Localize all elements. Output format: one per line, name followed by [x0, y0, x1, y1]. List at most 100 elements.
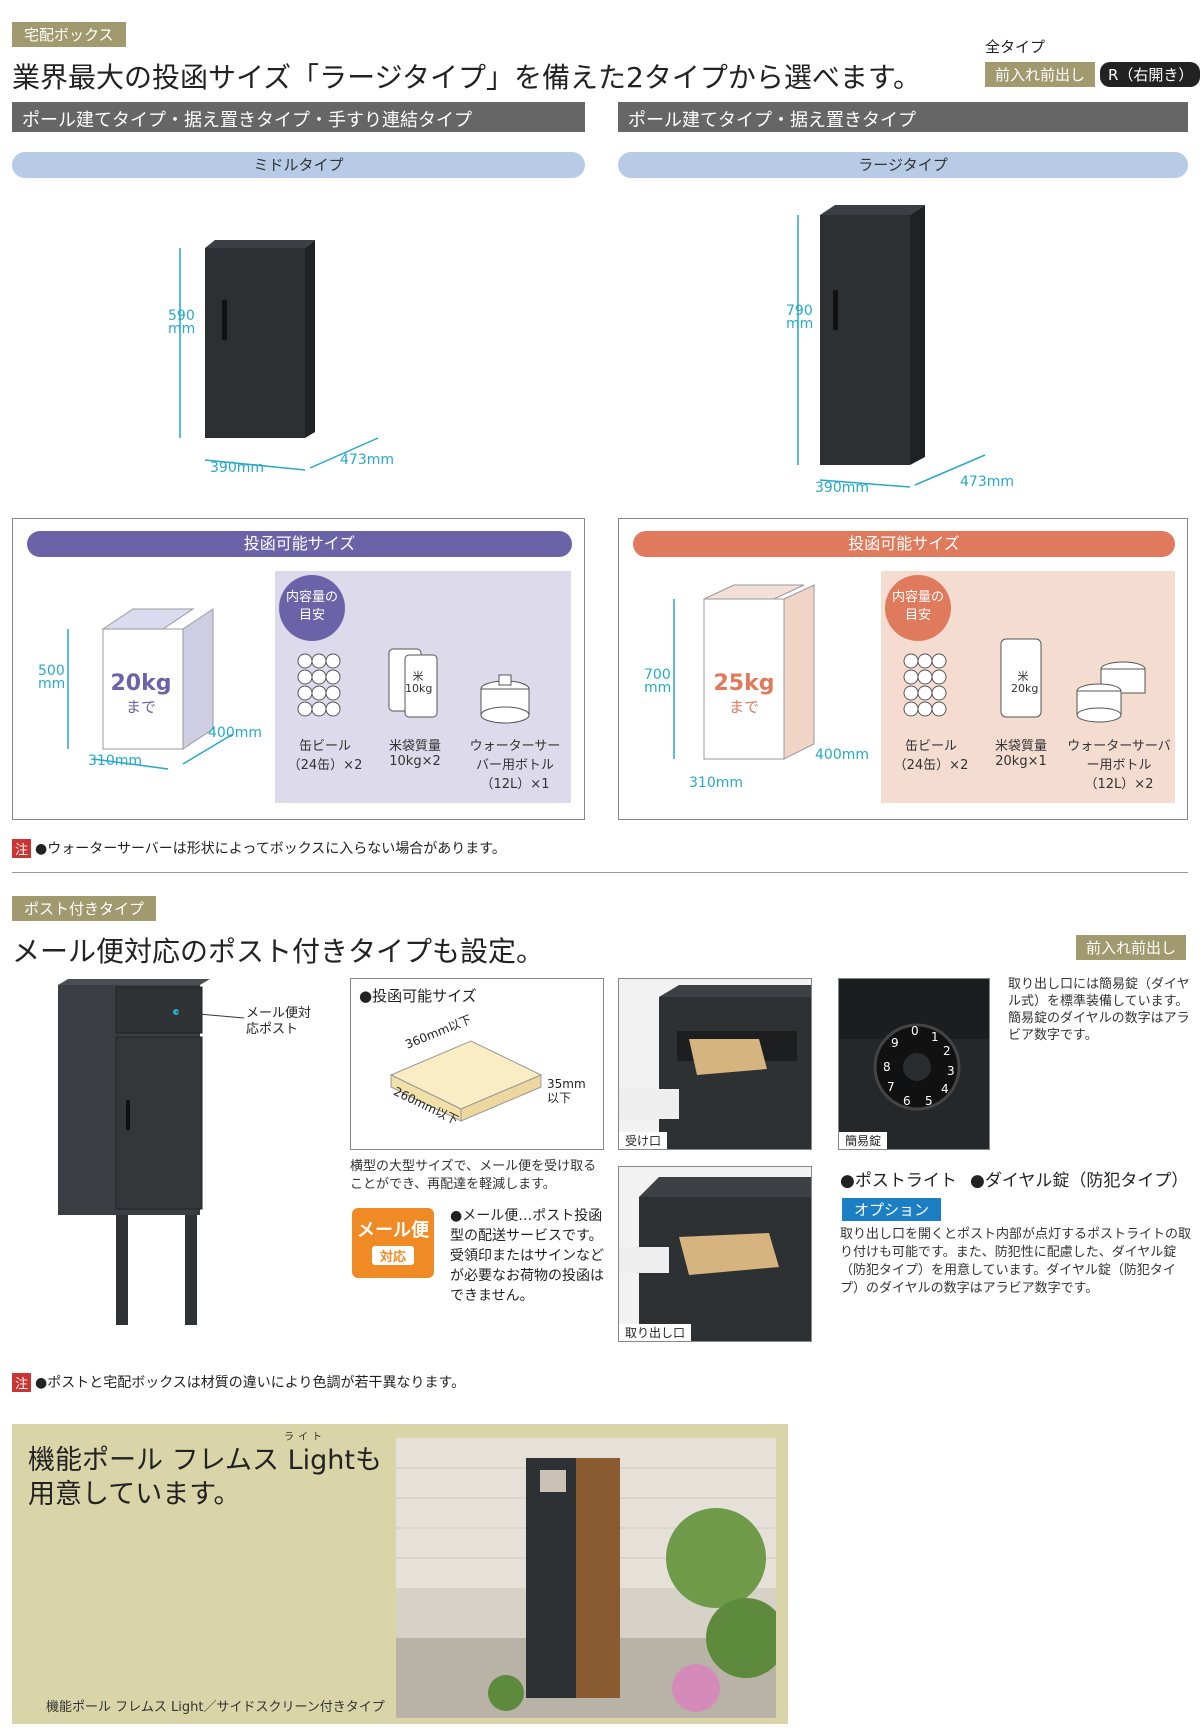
height-value: 590 — [168, 308, 195, 324]
banner-headline: 機能ポール フレムス Lightも 用意しています。 — [28, 1444, 382, 1512]
rice-bag-icon — [1000, 638, 1042, 718]
item-water: ウォーターサーバー用ボトル（12L）×2 — [1067, 739, 1171, 792]
weight-value: 20kg — [110, 671, 172, 696]
post-size-panel: ●投函可能サイズ 360mm以下 260mm以下 35mm以下 — [350, 978, 604, 1150]
section-tag: 宅配ボックス — [12, 22, 126, 47]
rice-bag-icon — [388, 648, 438, 718]
capacity-label: 内容量の目安 — [279, 575, 345, 641]
post-section-tag: ポスト付きタイプ — [12, 896, 157, 921]
option-description: 取り出し口を開くとポスト内部が点灯するポストライトの取り付けも可能です。また、防… — [840, 1227, 1192, 1296]
rice-bag-label: 米 10kg — [405, 670, 433, 695]
take-out-slot-image — [619, 1167, 811, 1341]
photo-caption: 取り出し口 — [619, 1324, 692, 1341]
right-weight: 25kg まで — [704, 671, 784, 717]
note-water-server: 注 ●ウォーターサーバーは形状によってボックスに入らない場合があります。 — [12, 838, 506, 858]
take-out-slot-photo: 取り出し口 — [618, 1166, 812, 1342]
weight-value: 25kg — [713, 671, 775, 696]
svg-text:1: 1 — [931, 1030, 939, 1044]
size-title: ●投函可能サイズ — [359, 987, 477, 1005]
note-text: ●ポストと宅配ボックスは材質の違いにより色調が若干異なります。 — [35, 1375, 466, 1391]
height-value: 790 — [786, 303, 813, 319]
banner-caption: 機能ポール フレムス Light／サイドスクリーン付きタイプ — [46, 1700, 385, 1715]
post-box-illustration — [58, 979, 210, 1325]
item-rice: 米袋質量20kg×1 — [994, 739, 1047, 769]
left-type-bar: ポール建てタイプ・据え置きタイプ・手すり連結タイプ — [12, 102, 585, 132]
middle-box-illustration — [179, 240, 379, 471]
right-type-bar: ポール建てタイプ・据え置きタイプ — [618, 102, 1188, 132]
envelope-size-illustration — [389, 1040, 543, 1122]
water-bottle-icon — [480, 674, 530, 724]
middle-type-pill: ミドルタイプ — [12, 152, 585, 178]
svg-text:7: 7 — [887, 1080, 895, 1094]
right-box-w: 310mm — [689, 775, 743, 791]
rice-bag-label: 米 20kg — [1011, 670, 1039, 695]
capacity-label: 内容量の目安 — [885, 575, 951, 641]
left-panel-title: 投函可能サイズ — [27, 531, 572, 557]
mail-badge-sub: 対応 — [371, 1246, 414, 1265]
option-badge: オプション — [842, 1198, 942, 1221]
svg-text:0: 0 — [911, 1024, 919, 1038]
feature-dial-lock: ●ダイヤル錠（防犯タイプ） — [970, 1171, 1189, 1191]
banner-ruby: ライト — [284, 1432, 326, 1443]
lock-description: 取り出し口には簡易錠（ダイヤル式）を標準装備しています。簡易錠のダイヤルの数字は… — [1008, 977, 1190, 1043]
svg-text:5: 5 — [925, 1094, 933, 1108]
divider — [12, 872, 1188, 873]
box-h-unit: mm — [644, 680, 672, 696]
post-headline: メール便対応のポスト付きタイプも設定。 — [12, 935, 545, 968]
beer-cans-icon — [903, 653, 947, 717]
callout-line — [176, 1011, 245, 1019]
all-type-label: 全タイプ — [985, 38, 1046, 56]
post-description: 横型の大型サイズで、メール便を受け取ることができ、再配達を軽減します。 — [350, 1159, 597, 1192]
mail-service-badge: メール便 対応 — [352, 1208, 434, 1278]
left-box-w: 310mm — [88, 753, 142, 769]
mail-service-note: ●メール便…ポスト投函型の配送サービスです。受領印またはサインなどが必要なお荷物… — [450, 1208, 604, 1304]
flems-light-banner: ライト 機能ポール フレムス Lightも 用意しています。 機能ポール フレム… — [12, 1424, 788, 1724]
height-unit: mm — [786, 316, 814, 332]
banner-line1: 機能ポール フレムス Lightも — [28, 1445, 383, 1476]
note-mark: 注 — [12, 838, 32, 858]
page-headline: 業界最大の投函サイズ「ラージタイプ」を備えた2タイプから選べます。 — [12, 61, 922, 94]
right-box-d: 400mm — [815, 747, 869, 763]
svg-text:9: 9 — [891, 1036, 899, 1050]
large-width-label: 390mm — [815, 480, 869, 496]
height-unit: mm — [168, 321, 196, 337]
item-beer: 缶ビール（24缶）×2 — [893, 739, 969, 773]
photo-caption: 簡易錠 — [839, 1132, 888, 1149]
large-depth-label: 473mm — [960, 474, 1014, 490]
item-water: ウォーターサーバー用ボトル（12L）×1 — [469, 739, 561, 792]
photo-caption: 受け口 — [619, 1132, 668, 1149]
svg-text:6: 6 — [903, 1094, 911, 1108]
item-rice: 米袋質量10kg×2 — [388, 739, 441, 769]
mail-badge-text: メール便 — [357, 1220, 429, 1241]
svg-text:4: 4 — [941, 1082, 949, 1096]
post-badge: 前入れ前出し — [1076, 935, 1187, 960]
left-weight: 20kg まで — [101, 671, 181, 717]
size-height: 35mm以下 — [547, 1077, 586, 1105]
banner-line2: 用意しています。 — [28, 1479, 241, 1510]
flems-light-photo — [396, 1438, 776, 1718]
svg-text:2: 2 — [943, 1044, 951, 1058]
box-h-value: 500 — [38, 663, 65, 679]
right-capacity-area: 内容量の目安 米 20kg 缶ビール（24缶）×2 米袋質量20kg×1 ウォー… — [881, 571, 1175, 803]
water-bottles-icon — [1076, 661, 1146, 723]
right-open-badge: R（右開き） — [1100, 62, 1200, 87]
middle-width-label: 390mm — [210, 460, 264, 476]
svg-text:8: 8 — [883, 1060, 891, 1074]
right-cube-illustration — [673, 584, 815, 760]
note-text: ●ウォーターサーバーは形状によってボックスに入らない場合があります。 — [35, 841, 506, 857]
front-in-out-badge: 前入れ前出し — [985, 62, 1096, 87]
weight-sub: まで — [125, 698, 156, 716]
beer-cans-icon — [297, 653, 341, 717]
large-box-illustration — [797, 205, 986, 488]
receiving-slot-photo: 受け口 — [618, 978, 812, 1150]
note-mark: 注 — [12, 1372, 32, 1392]
mail-post-callout: メール便対応ポスト — [246, 1006, 312, 1037]
right-panel-title: 投函可能サイズ — [633, 531, 1175, 557]
